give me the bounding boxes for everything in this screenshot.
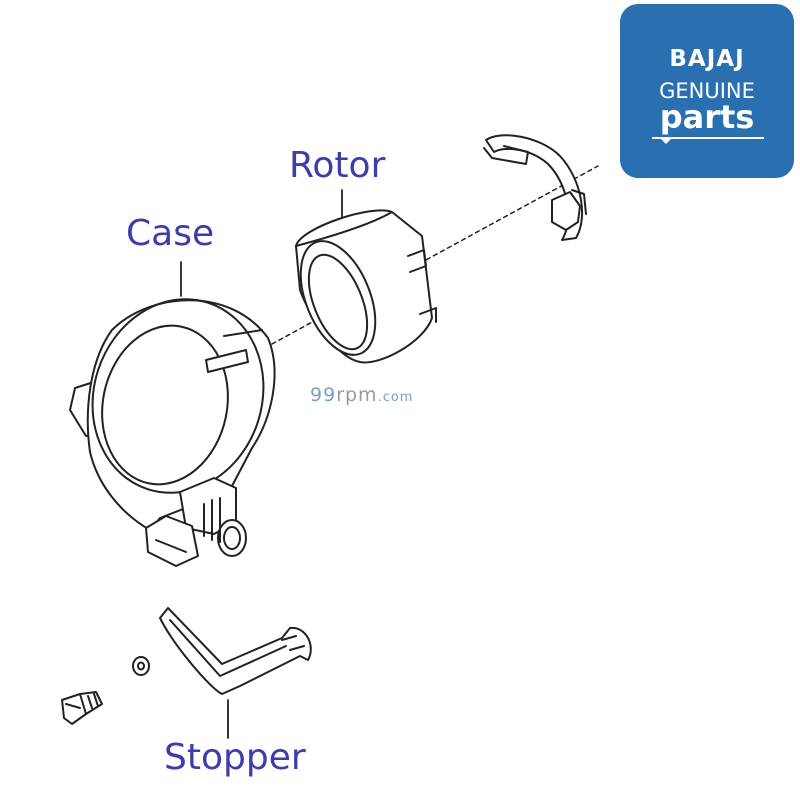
badge-genuine: GENUINE [659, 79, 755, 103]
case-label: Case [126, 213, 215, 254]
rotor-label: Rotor [289, 145, 386, 186]
case-part [69, 298, 276, 567]
screw-part [61, 691, 103, 725]
watermark-suffix: .com [377, 390, 414, 405]
watermark-digits: 99 [310, 384, 337, 406]
badge-brand: BAJAJ [669, 46, 745, 72]
stopper-part [159, 607, 312, 695]
washer-part [132, 656, 150, 676]
watermark-word: rpm [336, 384, 378, 406]
assembly-axis [271, 165, 599, 345]
watermark: 99rpm.com [310, 384, 413, 406]
badge-parts: parts [659, 98, 755, 136]
badge-underline-icon [652, 137, 764, 144]
retaining-clip-part [483, 134, 587, 241]
stopper-label: Stopper [164, 737, 306, 778]
bajaj-genuine-parts-logo: BAJAJ GENUINE parts [620, 4, 794, 178]
rotor-part [295, 209, 437, 364]
